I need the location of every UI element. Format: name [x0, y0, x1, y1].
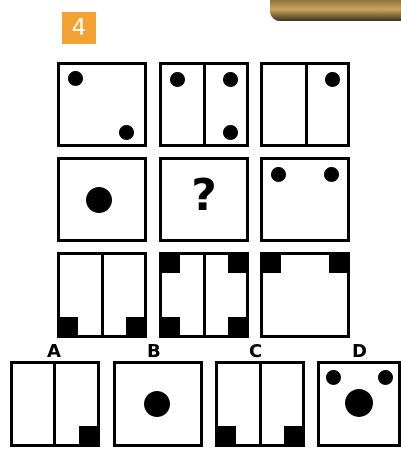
divider-line [101, 255, 104, 335]
divider-line [305, 65, 308, 144]
grid-cell-r3c2 [159, 252, 249, 338]
option-label-b: B [147, 343, 161, 361]
option-a[interactable] [10, 361, 100, 447]
grid-cell-r2c2-missing: ? [159, 157, 249, 242]
dot [378, 370, 393, 385]
grid-cell-r2c1 [57, 157, 147, 242]
corner-square [228, 317, 246, 335]
corner-square [284, 426, 302, 444]
dot [223, 72, 238, 87]
option-d[interactable] [317, 361, 401, 447]
corner-square [162, 255, 180, 273]
dot [86, 187, 112, 213]
grid-cell-r1c1 [57, 62, 147, 147]
grid-cell-r3c1 [57, 252, 147, 338]
corner-square [60, 317, 78, 335]
dot [223, 125, 238, 140]
dot [119, 125, 134, 140]
option-label-c: C [249, 343, 262, 361]
divider-line [53, 364, 56, 444]
option-c[interactable] [215, 361, 305, 447]
dot [144, 391, 170, 417]
corner-square [218, 426, 236, 444]
question-mark: ? [162, 174, 246, 218]
puzzle-number-badge: 4 [62, 12, 96, 44]
corner-square [79, 426, 97, 444]
option-label-a: A [47, 343, 61, 361]
dot [326, 370, 341, 385]
corner-square [126, 317, 144, 335]
option-b[interactable] [113, 361, 203, 447]
option-label-d: D [352, 343, 367, 361]
grid-cell-r1c2 [159, 62, 249, 147]
divider-line [259, 364, 262, 444]
dot [324, 167, 339, 182]
corner-square [162, 317, 180, 335]
dot [325, 72, 340, 87]
grid-cell-r3c3 [260, 252, 350, 338]
corner-square [228, 255, 246, 273]
dot [68, 71, 83, 86]
grid-cell-r1c3 [260, 62, 350, 147]
divider-line [203, 255, 206, 335]
corner-photo-fragment [270, 0, 401, 21]
divider-line [203, 65, 206, 144]
corner-square [263, 255, 281, 273]
dot [271, 167, 286, 182]
dot [345, 389, 373, 417]
dot [170, 72, 185, 87]
corner-square [329, 255, 347, 273]
grid-cell-r2c3 [260, 157, 350, 242]
